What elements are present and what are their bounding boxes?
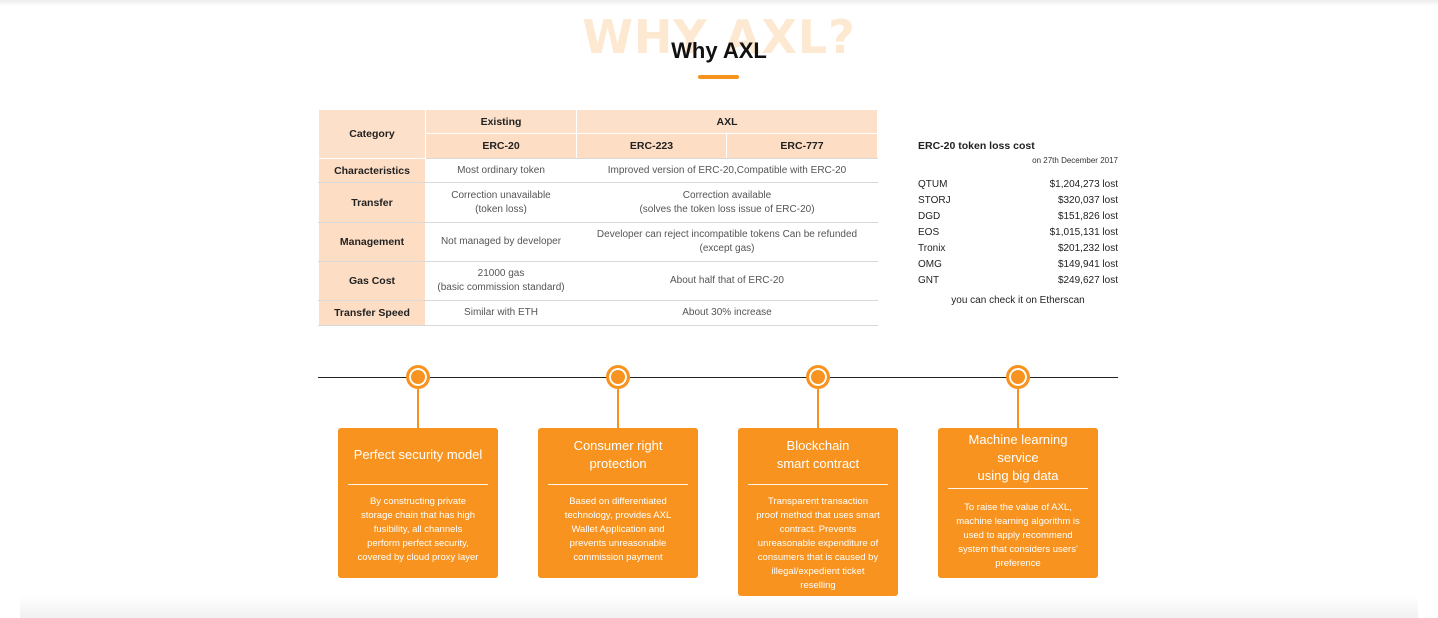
token-name: EOS <box>918 227 940 238</box>
card-title: Consumer right protection <box>573 438 663 471</box>
title-underline <box>698 75 739 79</box>
list-item: QTUM $1,204,273 lost <box>918 177 1118 193</box>
timeline-stem <box>817 389 819 428</box>
row-label: Management <box>318 222 426 262</box>
section-title: Why AXL <box>671 38 767 63</box>
timeline-node <box>1006 365 1030 389</box>
token-name: QTUM <box>918 179 948 190</box>
erc223-header: ERC-223 <box>576 133 727 159</box>
feature-card-security: Perfect security model By constructing p… <box>338 428 498 578</box>
card-text: Based on differentiated technology, prov… <box>564 496 672 563</box>
loss-title: ERC-20 token loss cost <box>918 140 1035 152</box>
axl-cell: About half that of ERC-20 <box>576 261 878 301</box>
loss-date: on 27th December 2017 <box>1032 156 1118 165</box>
token-name: GNT <box>918 275 940 286</box>
loss-amount: $149,941 lost <box>1057 259 1118 270</box>
card-text: Transparent transaction proof method tha… <box>756 496 880 591</box>
loss-amount: $1,015,131 lost <box>1049 227 1118 238</box>
token-name: DGD <box>918 211 941 222</box>
axl-header: AXL <box>576 109 878 134</box>
card-text: By constructing private storage chain th… <box>357 496 479 563</box>
row-label: Transfer <box>318 182 426 223</box>
timeline-stem <box>417 389 419 428</box>
loss-amount: $1,204,273 lost <box>1049 179 1118 190</box>
list-item: Tronix $201,232 lost <box>918 241 1118 257</box>
table-row: Transfer Correction unavailable (token l… <box>318 182 878 223</box>
loss-amount: $249,627 lost <box>1057 275 1118 286</box>
row-label: Transfer Speed <box>318 300 426 326</box>
loss-amount: $320,037 lost <box>1057 195 1118 206</box>
timeline-node <box>406 365 430 389</box>
top-shadow <box>0 0 1438 6</box>
feature-card-smart-contract: Blockchain smart contract Transparent tr… <box>738 428 898 596</box>
existing-cell: Not managed by developer <box>425 222 577 262</box>
table-header-row: Category Existing AXL <box>318 109 878 159</box>
card-title: Blockchain smart contract <box>776 438 860 471</box>
card-title: Machine learning service using big data <box>968 432 1068 483</box>
card-title: Perfect security model <box>353 447 483 462</box>
erc777-header: ERC-777 <box>726 133 878 159</box>
loss-amount: $201,232 lost <box>1057 243 1118 254</box>
existing-cell: Similar with ETH <box>425 300 577 326</box>
erc20-header: ERC-20 <box>425 133 577 159</box>
timeline-stem <box>1017 389 1019 428</box>
existing-header: Existing <box>425 109 577 134</box>
existing-cell: Most ordinary token <box>425 158 577 183</box>
token-name: STORJ <box>918 195 951 206</box>
list-item: STORJ $320,037 lost <box>918 193 1118 209</box>
bottom-shadow <box>20 596 1418 618</box>
timeline-stem <box>617 389 619 428</box>
existing-cell: Correction unavailable (token loss) <box>425 182 577 223</box>
table-row: Characteristics Most ordinary token Impr… <box>318 158 878 183</box>
table-subheader-row: ERC-20 ERC-223 ERC-777 <box>319 133 878 159</box>
token-name: Tronix <box>918 243 946 254</box>
card-text: To raise the value of AXL, machine learn… <box>956 502 1080 569</box>
card-divider <box>548 484 688 485</box>
timeline-line <box>318 377 1118 378</box>
list-item: GNT $249,627 lost <box>918 273 1118 289</box>
background-title: WHY AXL? <box>582 10 856 64</box>
axl-cell: Developer can reject incompatible tokens… <box>576 222 878 262</box>
loss-amount: $151,826 lost <box>1057 211 1118 222</box>
axl-cell: About 30% increase <box>576 300 878 326</box>
timeline-node <box>606 365 630 389</box>
row-label: Gas Cost <box>318 261 426 301</box>
list-item: EOS $1,015,131 lost <box>918 225 1118 241</box>
comparison-table: Category Existing AXL ERC-20 ERC-223 ERC… <box>318 109 878 326</box>
list-item: DGD $151,826 lost <box>918 209 1118 225</box>
category-header: Category <box>318 109 426 159</box>
etherscan-note: you can check it on Etherscan <box>951 295 1085 306</box>
card-divider <box>948 488 1088 489</box>
card-divider <box>348 484 488 485</box>
token-name: OMG <box>918 259 942 270</box>
table-row: Management Not managed by developer Deve… <box>318 222 878 262</box>
table-row: Gas Cost 21000 gas (basic commission sta… <box>318 261 878 301</box>
axl-cell: Improved version of ERC-20,Compatible wi… <box>576 158 878 183</box>
list-item: OMG $149,941 lost <box>918 257 1118 273</box>
feature-card-machine-learning: Machine learning service using big data … <box>938 428 1098 578</box>
card-divider <box>748 484 888 485</box>
timeline-node <box>806 365 830 389</box>
table-row: Transfer Speed Similar with ETH About 30… <box>318 300 878 326</box>
axl-cell: Correction available (solves the token l… <box>576 182 878 223</box>
feature-card-consumer-protection: Consumer right protection Based on diffe… <box>538 428 698 578</box>
existing-cell: 21000 gas (basic commission standard) <box>425 261 577 301</box>
token-loss-panel: ERC-20 token loss cost on 27th December … <box>918 140 1118 306</box>
row-label: Characteristics <box>318 158 426 183</box>
